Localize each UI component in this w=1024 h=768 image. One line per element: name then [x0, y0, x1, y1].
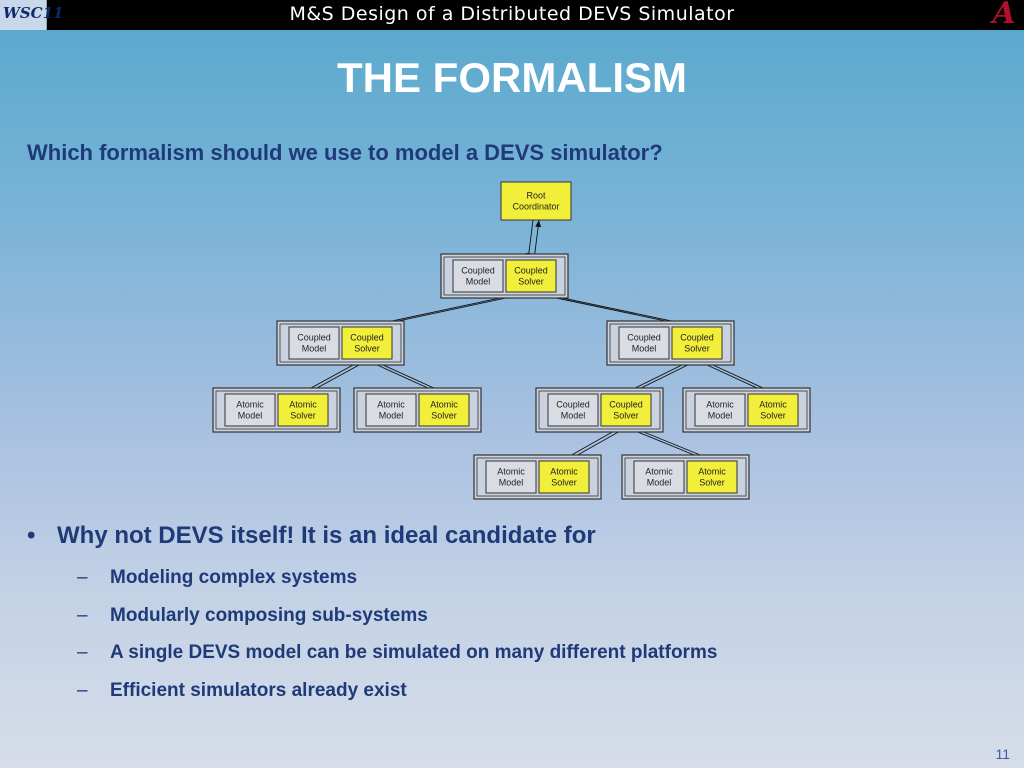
node-label: Atomic	[430, 400, 458, 410]
node-label: Model	[708, 411, 733, 421]
sub-bullet-text: A single DEVS model can be simulated on …	[110, 642, 718, 663]
header-bar: WSC11 M&S Design of a Distributed DEVS S…	[0, 0, 1024, 30]
node-label: Solver	[290, 411, 316, 421]
node-label: Solver	[684, 344, 710, 354]
diagram-arrow	[533, 219, 542, 261]
sub-bullet-text: Modularly composing sub-systems	[110, 604, 428, 626]
presentation-title: M&S Design of a Distributed DEVS Simulat…	[289, 3, 735, 25]
dash-icon: –	[77, 642, 88, 663]
main-bullet: • Why not DEVS itself! It is an ideal ca…	[27, 522, 717, 550]
node-label: Atomic	[377, 400, 405, 410]
dash-icon: –	[77, 567, 88, 588]
sub-bullet: – A single DEVS model can be simulated on…	[27, 641, 717, 679]
sub-bullet-list: –Modeling complex systems –Modularly com…	[27, 566, 717, 716]
node-label: Coupled	[350, 333, 384, 343]
node-label: Atomic	[550, 467, 578, 477]
question-text: Which formalism should we use to model a…	[27, 140, 663, 165]
node-label: Model	[238, 411, 263, 421]
wsc-logo-text: WSC11	[3, 4, 64, 22]
node-label: Atomic	[236, 400, 264, 410]
alabama-logo: A	[992, 0, 1016, 31]
bullet-list: • Why not DEVS itself! It is an ideal ca…	[27, 522, 717, 716]
node-label: Solver	[354, 344, 380, 354]
sub-bullet: –Modularly composing sub-systems	[27, 604, 717, 642]
node-label: Coupled	[680, 333, 714, 343]
slide-title: THE FORMALISM	[337, 54, 687, 101]
node-label: Atomic	[698, 467, 726, 477]
node-label: Solver	[431, 411, 457, 421]
page-number: 11	[995, 746, 1010, 762]
diagram-nodes: RootCoordinatorCoupledModelCoupledSolver…	[212, 181, 811, 500]
dash-icon: –	[77, 604, 88, 626]
node-label: Atomic	[645, 467, 673, 477]
sub-bullet: – Modeling complex systems	[27, 566, 717, 604]
node-label: Atomic	[706, 400, 734, 410]
node-label: Model	[379, 411, 404, 421]
node-label: Model	[466, 277, 491, 287]
node-label: Coupled	[627, 333, 661, 343]
bullet-dot-icon: •	[27, 522, 36, 549]
node-label: Solver	[551, 478, 577, 488]
node-label: Model	[632, 344, 657, 354]
node-label: Model	[561, 411, 586, 421]
node-label: Coupled	[514, 266, 548, 276]
node-label: Solver	[613, 411, 639, 421]
node-label: Model	[302, 344, 327, 354]
node-label: Coupled	[556, 400, 590, 410]
node-label: Model	[647, 478, 672, 488]
sub-bullet: –Efficient simulators already exist	[27, 679, 717, 717]
node-label: Root	[526, 191, 546, 201]
dash-icon: –	[77, 679, 88, 701]
sub-bullet-text: Efficient simulators already exist	[110, 679, 407, 701]
node-label: Coupled	[297, 333, 331, 343]
node-label: Atomic	[759, 400, 787, 410]
wsc-logo: WSC11	[0, 0, 64, 30]
main-bullet-text: Why not DEVS itself! It is an ideal cand…	[57, 522, 596, 549]
diagram-arrow	[525, 219, 534, 261]
node-label: Solver	[760, 411, 786, 421]
node-label: Solver	[518, 277, 544, 287]
node-label: Solver	[699, 478, 725, 488]
sub-bullet-text: Modeling complex systems	[110, 567, 358, 588]
node-label: Atomic	[289, 400, 317, 410]
node-label: Model	[499, 478, 524, 488]
node-label: Coupled	[609, 400, 643, 410]
node-label: Coordinator	[512, 202, 559, 212]
node-label: Coupled	[461, 266, 495, 276]
node-label: Atomic	[497, 467, 525, 477]
